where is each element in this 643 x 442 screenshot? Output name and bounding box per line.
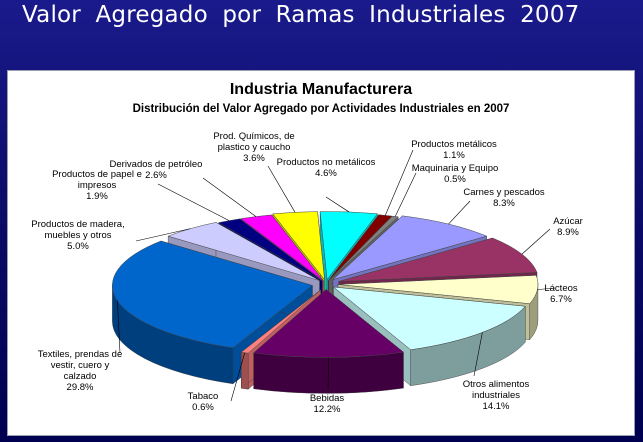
slice-label-name: Productos de papel e bbox=[52, 169, 142, 180]
leader-line bbox=[230, 352, 246, 402]
slice-label-value: 0.6% bbox=[192, 402, 214, 413]
slice-label-value: 6.7% bbox=[550, 294, 572, 305]
leader-line bbox=[267, 165, 296, 213]
slice-label-name: Azúcar bbox=[553, 216, 583, 227]
slice-label-value: 1.1% bbox=[443, 150, 465, 161]
leader-line bbox=[521, 228, 551, 255]
pie-slice bbox=[272, 211, 325, 281]
leader-line bbox=[327, 357, 330, 390]
slice-label-name: Lácteos bbox=[544, 283, 578, 294]
pie-slice bbox=[338, 237, 538, 282]
slice-label-name: Productos metálicos bbox=[411, 139, 497, 150]
pie-slice bbox=[319, 211, 378, 281]
slice-label-name: Prod. Químicos, de bbox=[213, 131, 294, 142]
slice-label-value: 0.5% bbox=[444, 174, 466, 185]
leader-line bbox=[117, 300, 121, 354]
pie-slice bbox=[328, 214, 393, 281]
pie-slice bbox=[328, 215, 399, 281]
slice-label-value: 14.1% bbox=[483, 401, 510, 412]
slice-label-value: 3.6% bbox=[243, 153, 265, 164]
slice-label-value: 4.6% bbox=[315, 168, 337, 179]
slice-label-name: Carnes y pescados bbox=[463, 187, 545, 198]
slice-label-name: muebles y otros bbox=[44, 230, 111, 241]
slice-label-name: vestir, cuero y bbox=[51, 360, 110, 371]
chart-panel: Industria Manufacturera Distribución del… bbox=[7, 70, 635, 436]
slice-label-name: calzado bbox=[64, 371, 97, 382]
slice-label-name: industriales bbox=[472, 390, 520, 401]
pie-tops bbox=[112, 211, 539, 358]
slice-label-name: Productos no metálicos bbox=[277, 157, 376, 168]
slice-label-value: 29.8% bbox=[67, 382, 94, 393]
leader-line bbox=[325, 196, 350, 213]
slice-label-name: Productos de madera, bbox=[31, 219, 124, 230]
pie-slice bbox=[332, 215, 488, 280]
leader-line bbox=[448, 200, 471, 225]
slice-label-value: 12.2% bbox=[314, 404, 341, 415]
slice-label-value: 5.0% bbox=[67, 241, 89, 252]
leader-line bbox=[157, 183, 230, 221]
slice-label-name: impresos bbox=[78, 180, 117, 191]
leader-line bbox=[385, 149, 414, 216]
slice-label-name: Otros alimentos bbox=[463, 379, 530, 390]
pie-slice bbox=[112, 240, 313, 349]
slice-label-name: Maquinaria y Equipo bbox=[412, 163, 499, 174]
leader-line bbox=[473, 332, 483, 377]
slide-title: Valor Agregado por Ramas Industriales 20… bbox=[22, 2, 580, 28]
slice-label-value: 1.9% bbox=[86, 191, 108, 202]
leader-line bbox=[537, 287, 556, 290]
slice-label-value: 8.3% bbox=[493, 198, 515, 209]
slice-label-name: Bebidas bbox=[310, 393, 345, 404]
slice-label-name: Textiles, prendas de bbox=[38, 349, 123, 360]
pie-slice-side bbox=[241, 352, 249, 390]
leader-line bbox=[135, 228, 191, 242]
chart-title: Industria Manufacturera bbox=[229, 81, 413, 98]
slice-label-value: 8.9% bbox=[557, 227, 579, 238]
slice-label-name: Derivados de petróleo bbox=[110, 159, 203, 170]
slice-label-value: 2.6% bbox=[145, 170, 167, 181]
pie-slice bbox=[217, 218, 323, 282]
leader-line bbox=[202, 177, 257, 217]
slice-label-name: plastico y caucho bbox=[218, 142, 291, 153]
slice-label-name: Tabaco bbox=[188, 391, 219, 402]
leader-line bbox=[394, 172, 417, 217]
chart-subtitle: Distribución del Valor Agregado por Acti… bbox=[132, 103, 510, 115]
pie-slice bbox=[167, 222, 320, 281]
